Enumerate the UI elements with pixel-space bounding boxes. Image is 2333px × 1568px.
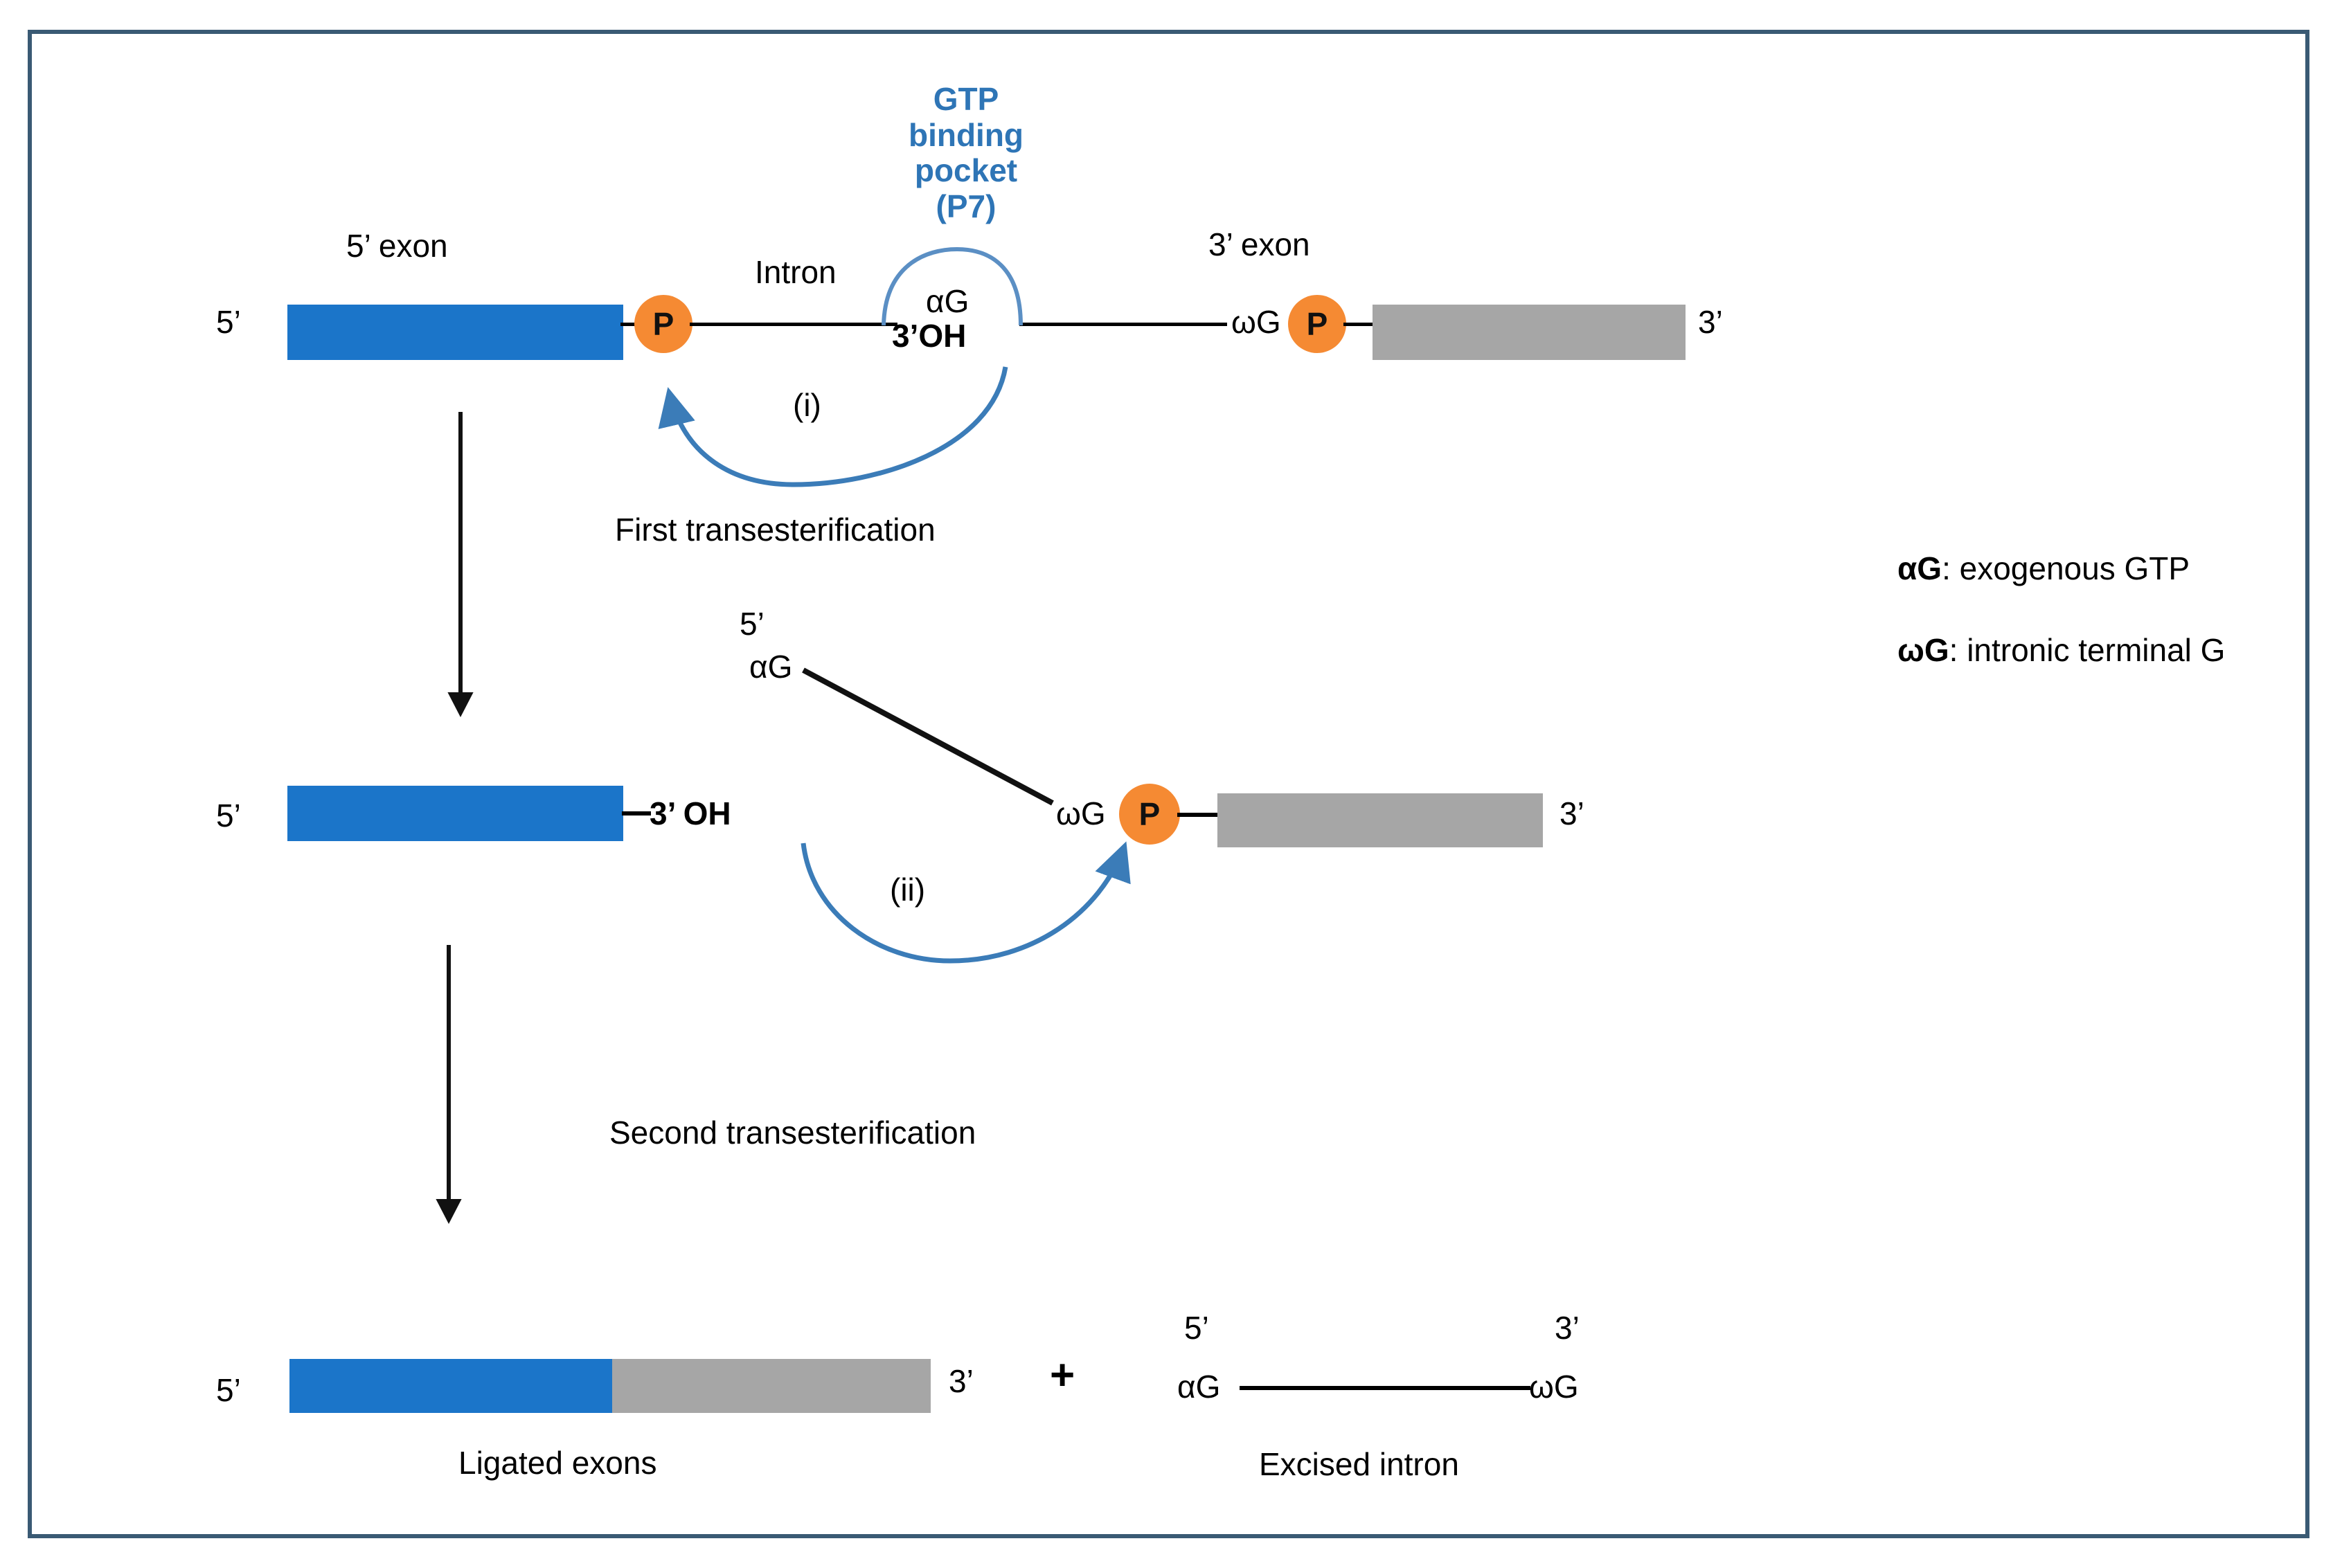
first-transesterification-caption: First transesterification (615, 512, 936, 548)
alpha-g-stage1: αG (926, 283, 969, 319)
stage2-5prime-end: 5’ (216, 797, 241, 833)
legend-omega-g-symbol: ωG (1897, 632, 1949, 668)
stage3-3prime-end: 3’ (949, 1363, 974, 1399)
exon5-box-stage1 (287, 305, 623, 360)
second-transesterification-caption: Second transesterification (609, 1115, 976, 1151)
stage3-5prime-end: 5’ (216, 1372, 241, 1408)
excised-intron-alpha-g: αG (1177, 1369, 1221, 1405)
ligated-exon5-box (289, 1359, 612, 1413)
phosphate-circle-stage1-left: P (634, 295, 692, 353)
connector-p-to-exon3-stage2 (1177, 813, 1219, 817)
legend-item-omega-g: ωG: intronic terminal G (1897, 634, 2225, 666)
exon3-box-stage2 (1217, 793, 1543, 847)
exon5-box-stage2 (287, 786, 623, 841)
transesterification-arrow-ii (801, 841, 1131, 964)
arrow-ii-label: (ii) (890, 872, 926, 908)
connector-exon5-to-oh-stage2 (622, 811, 651, 815)
excised-intron-line (1240, 1386, 1530, 1390)
phosphate-circle-stage2: P (1119, 784, 1180, 845)
figure-border (28, 30, 2309, 1538)
excised-intron-omega-g: ωG (1529, 1369, 1579, 1405)
phosphate-label: P (652, 306, 674, 342)
legend-alpha-g-symbol: αG (1897, 550, 1942, 586)
pocket-line-3: pocket (914, 152, 1018, 189)
gtp-binding-pocket-caption: GTP binding pocket (P7) (866, 81, 1066, 224)
transesterification-arrow-i (658, 366, 1008, 487)
intron-line-right-stage1 (1019, 323, 1227, 326)
phosphate-label: P (1138, 796, 1161, 832)
legend-omega-g-text: : intronic terminal G (1949, 632, 2226, 668)
excised-intron-caption: Excised intron (1259, 1446, 1459, 1482)
excised-intron-3prime: 3’ (1555, 1310, 1580, 1346)
ligated-exon3-box (612, 1359, 931, 1413)
stage1-3prime-end: 3’ (1698, 304, 1723, 340)
stage2-donor-5prime: 5’ (740, 606, 765, 642)
intron-line-left-stage1 (690, 323, 897, 326)
stage2-3prime-end: 3’ (1559, 795, 1584, 831)
exon3-box-stage1 (1373, 305, 1686, 360)
ligated-exons-caption: Ligated exons (458, 1445, 657, 1481)
arrow-i-label: (i) (793, 387, 821, 423)
three-prime-oh-stage2: 3’ OH (650, 795, 731, 831)
connector-p2-to-exon3 (1343, 323, 1374, 326)
stage2-donor-alpha-g: αG (749, 649, 793, 685)
omega-g-stage1: ωG (1231, 304, 1281, 340)
plus-sign: + (1050, 1351, 1075, 1399)
stage1-5prime-end: 5’ (216, 304, 241, 340)
excised-intron-5prime: 5’ (1184, 1310, 1209, 1346)
exogenous-gtp-attachment-line (802, 667, 1054, 806)
exon3-label-stage1: 3’ exon (1208, 226, 1310, 262)
exon5-label-stage1: 5’ exon (346, 228, 448, 264)
pocket-line-4: (P7) (936, 188, 996, 224)
legend-item-alpha-g: αG: exogenous GTP (1897, 552, 2190, 584)
pocket-line-2: binding (908, 116, 1024, 153)
intron-label-stage1: Intron (755, 254, 837, 290)
three-prime-oh-stage1: 3’OH (892, 318, 967, 354)
pocket-line-1: GTP (933, 81, 999, 117)
phosphate-label: P (1306, 306, 1328, 342)
phosphate-circle-stage1-right: P (1288, 295, 1346, 353)
legend-alpha-g-text: : exogenous GTP (1942, 550, 2190, 586)
omega-g-stage2: ωG (1056, 795, 1106, 831)
connector-exon5-to-p1 (620, 323, 645, 326)
